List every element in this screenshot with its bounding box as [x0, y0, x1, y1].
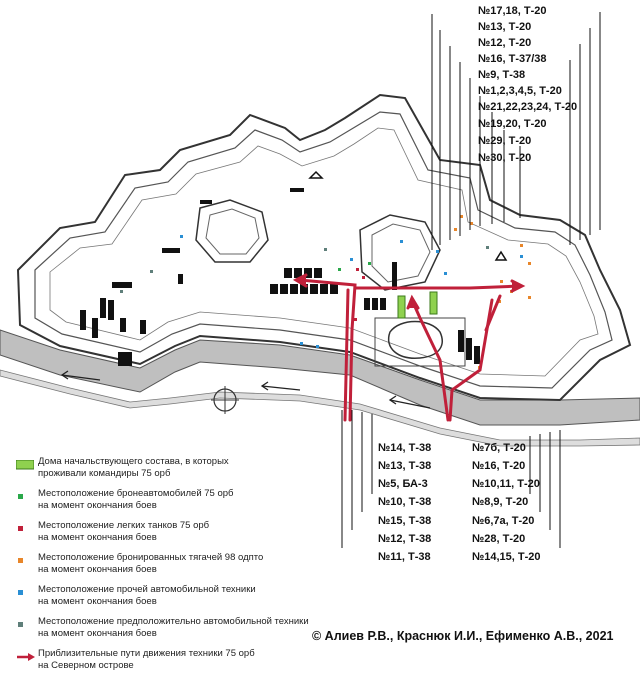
commander-house-2 — [429, 291, 438, 315]
legend-text: на момент окончания боев — [38, 564, 157, 575]
fortress-inner-wall — [34, 111, 613, 389]
redoubt-west-inner — [205, 208, 260, 255]
fortress-inner-wall-2 — [49, 127, 599, 377]
arrow-swatch — [17, 653, 35, 661]
fortress-map — [0, 12, 640, 548]
unit-label: №15, Т-38 — [378, 515, 432, 527]
probable-vehicle-swatch — [18, 622, 23, 627]
courtyard-oval — [387, 320, 443, 359]
river — [0, 329, 640, 426]
legend-item: Местоположение бронированных тягачей 98 … — [14, 552, 304, 584]
legend-text: Местоположение бронеавтомобилей 75 орб — [38, 488, 234, 499]
unit-label: №21,22,23,24, Т-20 — [478, 101, 578, 113]
movement-arrows — [292, 273, 526, 422]
unit-label: №16, Т-37/38 — [478, 53, 547, 65]
copyright-credit: © Алиев Р.В., Краснюк И.И., Ефименко А.В… — [312, 629, 614, 643]
vehicle-markers-green — [338, 262, 371, 271]
green-house-swatch — [16, 460, 34, 470]
legend-text: Местоположение легких танков 75 орб — [38, 520, 210, 531]
unit-label: №13, Т-20 — [478, 21, 532, 33]
tractor-swatch — [18, 558, 23, 563]
light-tank-swatch — [18, 526, 23, 531]
vehicle-markers-grey — [120, 246, 489, 293]
unit-label: №10, Т-38 — [378, 496, 432, 508]
legend-text: Приблизительные пути движения техники 75… — [38, 648, 255, 659]
legend-text: на момент окончания боев — [38, 532, 157, 543]
commander-house-1 — [397, 295, 406, 319]
vehicle-markers-blue — [180, 235, 523, 348]
unit-label: №13, Т-38 — [378, 460, 432, 472]
redoubt-west — [195, 199, 269, 263]
triangle-marker-2 — [494, 250, 508, 261]
unit-label: №1,2,3,4,5, Т-20 — [478, 85, 562, 97]
legend-text: на момент окончания боев — [38, 500, 157, 511]
legend-text: Местоположение предположительно автомоби… — [38, 616, 309, 627]
leader-lines-top — [431, 12, 601, 250]
unit-label: №30, Т-20 — [478, 152, 532, 164]
unit-label: №12, Т-20 — [478, 37, 532, 49]
redoubt-east-inner — [371, 223, 431, 283]
legend-item: Местоположение предположительно автомоби… — [14, 616, 309, 648]
unit-label: №28, Т-20 — [472, 533, 526, 545]
buildings — [80, 188, 480, 366]
legend-text: на момент окончания боев — [38, 596, 157, 607]
unit-label: №12, Т-38 — [378, 533, 432, 545]
unit-label: №14, Т-38 — [378, 442, 432, 454]
legend-item: Приблизительные пути движения техники 75… — [14, 648, 304, 680]
legend-text: на момент окончания боев — [38, 628, 157, 639]
unit-label: №6,7а, Т-20 — [472, 515, 535, 527]
legend-item: Местоположение прочей автомобильной техн… — [14, 584, 304, 616]
river-flow-arrows — [60, 370, 431, 409]
vehicle-markers-red — [354, 268, 365, 321]
vehicle-markers-orange — [454, 215, 531, 369]
legend-text: Дома начальствующего состава, в которых — [38, 456, 229, 467]
unit-label: №5, БА-3 — [378, 478, 428, 490]
unit-label: №7б, Т-20 — [472, 442, 526, 454]
unit-label: №9, Т-38 — [478, 69, 526, 81]
unit-label: №17,18, Т-20 — [478, 5, 547, 17]
unit-label: №11, Т-38 — [378, 551, 431, 563]
legend-text: Местоположение бронированных тягачей 98 … — [38, 552, 264, 563]
legend-text: Местоположение прочей автомобильной техн… — [38, 584, 256, 595]
leader-lines-bottom — [341, 410, 561, 548]
triangle-marker-1 — [308, 170, 324, 179]
unit-label: №14,15, Т-20 — [472, 551, 541, 563]
river-lower — [0, 369, 640, 447]
unit-label: №19,20, Т-20 — [478, 118, 547, 130]
legend-text: проживали командиры 75 орб — [38, 468, 171, 479]
unit-label: №29, Т-20 — [478, 135, 532, 147]
unit-label: №8,9, Т-20 — [472, 496, 529, 508]
other-vehicle-swatch — [18, 590, 23, 595]
armored-car-swatch — [18, 494, 23, 499]
unit-label: №10,11, Т-20 — [472, 478, 540, 490]
redoubt-east — [359, 214, 441, 291]
unit-label: №16, Т-20 — [472, 460, 526, 472]
legend-text: на Северном острове — [38, 660, 134, 671]
